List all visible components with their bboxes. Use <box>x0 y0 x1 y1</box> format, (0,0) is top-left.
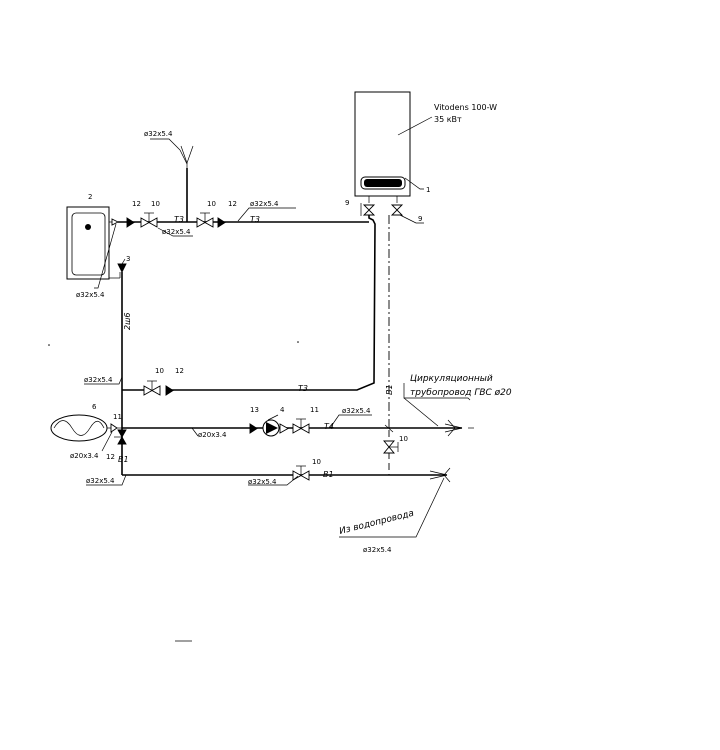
pipe-diameter-t3-b: ø32x5.4 <box>250 200 279 208</box>
tank-number: 2 <box>88 193 92 201</box>
pipe-diameter-expansion: ø20x3.4 <box>70 452 99 460</box>
valve-9-left-label: 9 <box>345 199 349 207</box>
valve-10-mid-label: 10 <box>155 367 164 375</box>
line-code-t4: T4 <box>324 422 334 431</box>
pipe-diameter-tank: ø32x5.4 <box>76 291 105 299</box>
pipe-diameter-top: ø32x5.4 <box>144 130 173 138</box>
boiler-power: 35 кВт <box>434 115 462 124</box>
boiler-number: 1 <box>426 186 430 194</box>
hot-water-riser <box>171 215 376 391</box>
line-code-t3-b: T3 <box>250 215 260 224</box>
circulation-line2: трубопровод ГВС ø20 <box>410 388 512 398</box>
valve-10-top-b-label: 10 <box>207 200 216 208</box>
boiler-unit <box>354 91 411 197</box>
water-supply-label: Из водопровода <box>338 509 415 537</box>
pipe-diameter-t3-a: ø32x5.4 <box>162 228 191 236</box>
line-code-t3-a: T3 <box>174 215 184 224</box>
pipe-diameter-pump: ø20x3.4 <box>198 431 227 439</box>
node-3-label: 3 <box>126 255 130 263</box>
line-code-vertical: 2ш6 <box>123 313 132 331</box>
line-code-t3-mid: T3 <box>298 384 308 393</box>
valve-12-top-a-label: 12 <box>132 200 141 208</box>
boiler-model: Vitodens 100-W <box>434 103 497 112</box>
pump-number: 4 <box>280 406 285 414</box>
line-code-b1-vertical: B1 <box>385 384 394 395</box>
valve-11-right-label: 11 <box>310 406 319 414</box>
valve-12-top-b-label: 12 <box>228 200 237 208</box>
valve-9-right-label: 9 <box>418 215 422 223</box>
valve-13-label: 13 <box>250 406 259 414</box>
pipe-diameter-b1-right: ø32x5.4 <box>248 478 277 486</box>
valve-11-left-label: 11 <box>113 413 122 421</box>
pipe-diameter-t4: ø32x5.4 <box>342 407 371 415</box>
pipe-diameter-bottom: ø32x5.4 <box>363 546 392 554</box>
circulation-pump <box>262 414 280 437</box>
valve-10-top-a-label: 10 <box>151 200 160 208</box>
line-code-b1-left: B1 <box>118 455 129 464</box>
expansion-vessel-number: 6 <box>92 403 97 411</box>
valve-12-low-label: 12 <box>106 453 115 461</box>
valve-10-vertical-label: 10 <box>399 435 408 443</box>
pipe-diameter-b1-left: ø32x5.4 <box>86 477 115 485</box>
circulation-line1: Циркуляционный <box>410 374 493 384</box>
expansion-vessel <box>50 414 108 442</box>
storage-tank <box>66 206 110 280</box>
line-code-b1: B1 <box>323 470 334 479</box>
valve-12-mid-label: 12 <box>175 367 184 375</box>
pipe-diameter-mid: ø32x5.4 <box>84 376 113 384</box>
valve-10-bottom-label: 10 <box>312 458 321 466</box>
